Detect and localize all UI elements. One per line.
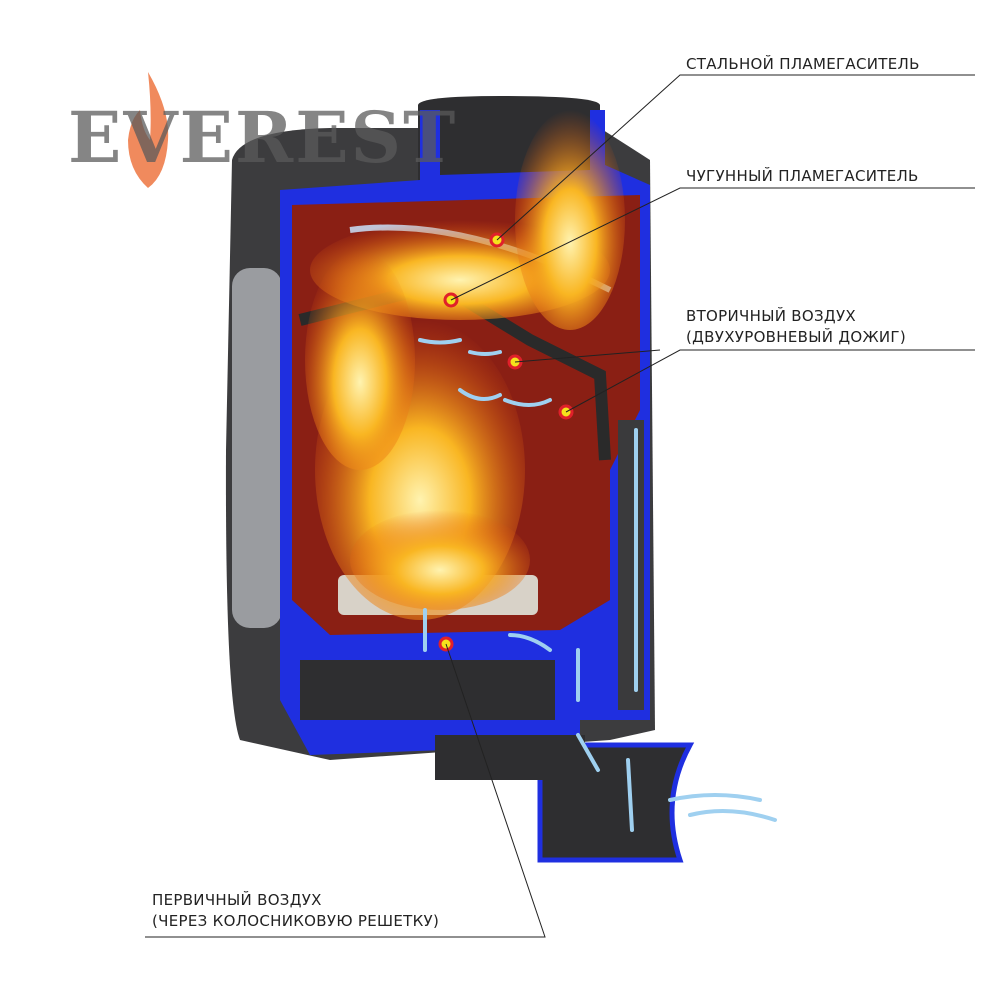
glass-door bbox=[232, 268, 282, 628]
air-channel bbox=[618, 420, 644, 710]
label-primary-air: ПЕРВИЧНЫЙ ВОЗДУХ (ЧЕРЕЗ КОЛОСНИКОВУЮ РЕШ… bbox=[152, 890, 439, 932]
label-cast-iron-baffle: ЧУГУННЫЙ ПЛАМЕГАСИТЕЛЬ bbox=[686, 167, 919, 185]
base-plate bbox=[435, 735, 585, 780]
label-primary-line1: ПЕРВИЧНЫЙ ВОЗДУХ bbox=[152, 891, 322, 909]
label-primary-line2: (ЧЕРЕЗ КОЛОСНИКОВУЮ РЕШЕТКУ) bbox=[152, 912, 440, 930]
ash-pan bbox=[300, 660, 555, 720]
label-secondary-line1: ВТОРИЧНЫЙ ВОЗДУХ bbox=[686, 307, 856, 325]
logo-flame-icon bbox=[128, 72, 169, 188]
logo-text: EVEREST bbox=[68, 96, 458, 179]
everest-logo: EVEREST bbox=[68, 96, 457, 179]
label-secondary-air: ВТОРИЧНЫЙ ВОЗДУХ (ДВУХУРОВНЕВЫЙ ДОЖИГ) bbox=[686, 306, 906, 348]
air-flow-arrows bbox=[418, 338, 777, 832]
leader-lines bbox=[145, 74, 975, 938]
label-secondary-line2: (ДВУХУРОВНЕВЫЙ ДОЖИГ) bbox=[686, 328, 907, 346]
label-steel-baffle: СТАЛЬНОЙ ПЛАМЕГАСИТЕЛЬ bbox=[686, 55, 920, 73]
